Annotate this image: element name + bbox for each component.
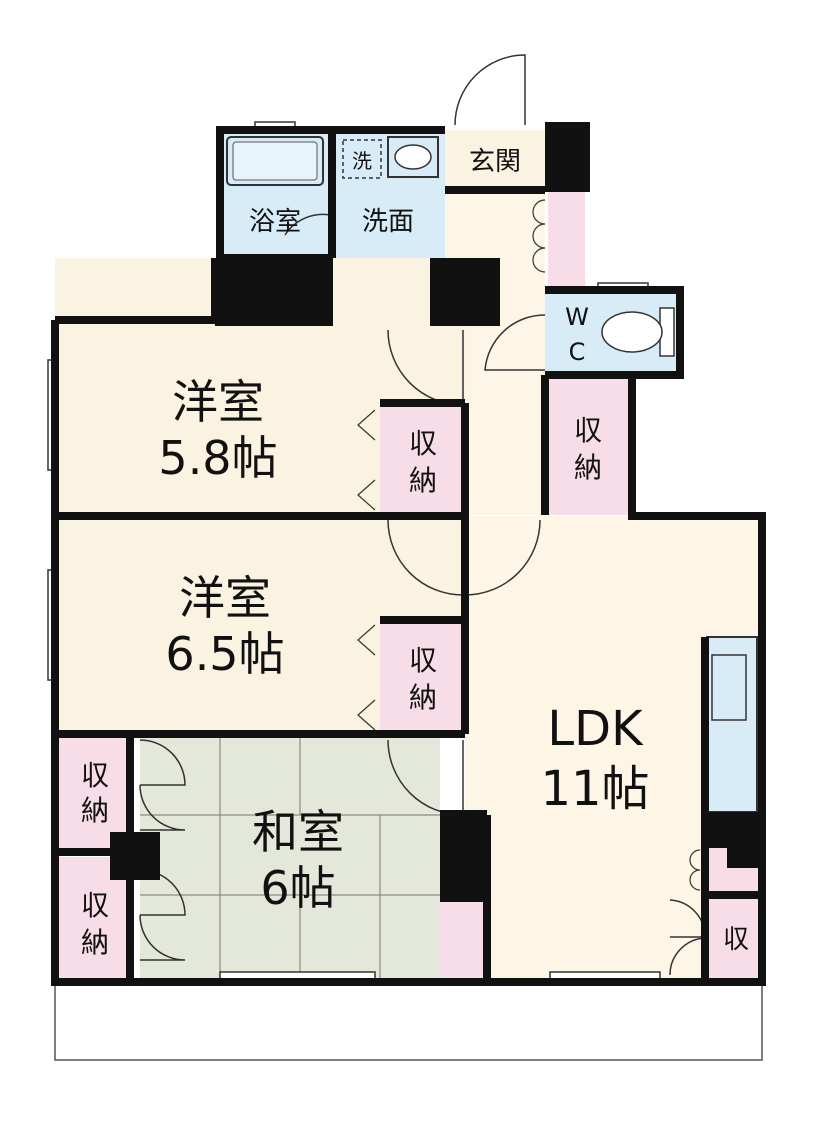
storage-s1-label-1: 収 bbox=[409, 427, 437, 460]
tatami-grid bbox=[140, 734, 440, 978]
storage-s2-label-2: 納 bbox=[574, 451, 602, 484]
kitchen-counter-icon bbox=[706, 636, 758, 813]
bathtub-icon bbox=[226, 136, 324, 186]
washer-icon bbox=[342, 139, 382, 179]
western1-size: 5.8帖 bbox=[158, 431, 277, 485]
western1-name: 洋室 bbox=[172, 375, 264, 429]
genkan-floor bbox=[445, 130, 555, 190]
storage-s6-label: 収 bbox=[723, 925, 749, 955]
washitsu-floor bbox=[140, 734, 440, 978]
sink-icon bbox=[387, 136, 439, 178]
bath-label: 浴室 bbox=[249, 207, 301, 237]
ldk-name: LDK bbox=[547, 701, 644, 757]
washroom-label: 洗面 bbox=[362, 207, 414, 237]
storage-s3-floor bbox=[380, 620, 465, 732]
storage-s4-label-1: 収 bbox=[81, 759, 109, 792]
storage-s5-label-2: 納 bbox=[81, 926, 109, 959]
washer-label: 洗 bbox=[352, 149, 372, 173]
ldk-size: 11帖 bbox=[540, 761, 649, 817]
balcony bbox=[54, 981, 763, 1061]
storage-s4-label-2: 納 bbox=[81, 794, 109, 827]
storage-washitsu-side bbox=[440, 900, 483, 978]
wc-label-w: W bbox=[565, 303, 589, 331]
storage-s4-floor bbox=[55, 734, 130, 849]
storage-corridor-top bbox=[548, 190, 585, 288]
storage-s3-label-2: 納 bbox=[409, 681, 437, 714]
western2-size: 6.5帖 bbox=[165, 627, 284, 681]
washitsu-size: 6帖 bbox=[260, 861, 335, 915]
folding-door-icon bbox=[357, 199, 701, 891]
storage-s2-label-1: 収 bbox=[574, 414, 602, 447]
toilet-icon bbox=[601, 307, 675, 357]
walls bbox=[51, 126, 766, 986]
storage-s3-label-1: 収 bbox=[409, 644, 437, 677]
wc-label-c: C bbox=[569, 338, 586, 366]
storage-s1-floor bbox=[380, 403, 465, 515]
storage-s6-floor bbox=[705, 895, 760, 978]
western2-name: 洋室 bbox=[179, 571, 271, 625]
storage-s1-label-2: 納 bbox=[409, 464, 437, 497]
wall-masses bbox=[110, 122, 762, 902]
genkan-label: 玄関 bbox=[469, 147, 521, 177]
door-swing-icon bbox=[139, 54, 706, 976]
storage-s5-label-1: 収 bbox=[81, 889, 109, 922]
washitsu-name: 和室 bbox=[252, 805, 344, 859]
storage-s2-floor bbox=[548, 375, 628, 515]
